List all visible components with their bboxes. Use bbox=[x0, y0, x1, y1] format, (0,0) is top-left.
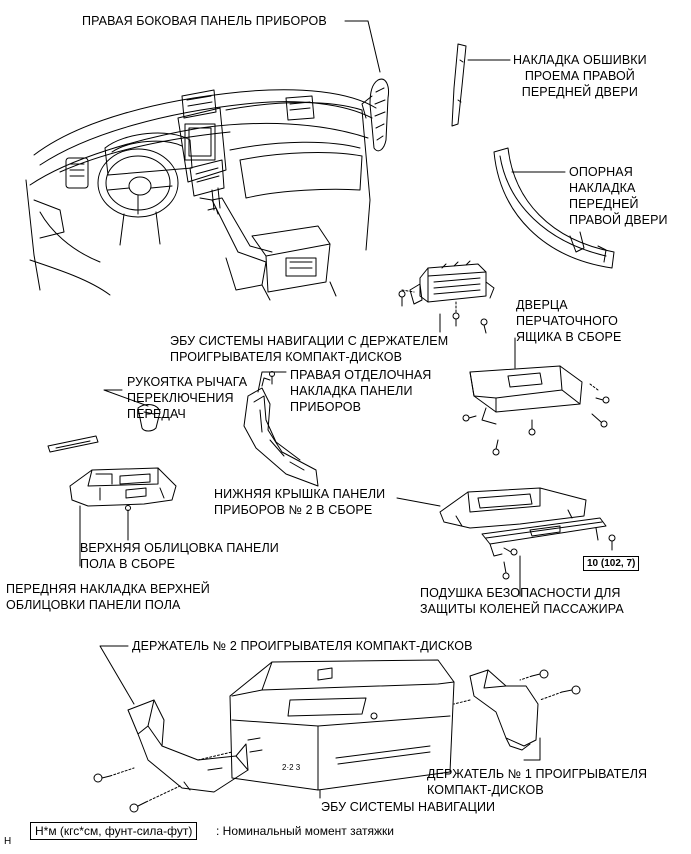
screw-icon bbox=[592, 414, 607, 427]
screw-icon bbox=[126, 506, 131, 519]
bolt-icon bbox=[130, 802, 146, 812]
label-glove-box-door: ДВЕРЦА ПЕРЧАТОЧНОГО ЯЩИКА В СБОРЕ bbox=[516, 298, 622, 344]
leader-cd-bracket-no1 bbox=[524, 738, 540, 760]
bolt-icon bbox=[532, 670, 548, 678]
label-door-scuff-plate: ОПОРНАЯ НАКЛАДКА ПЕРЕДНЕЙ ПРАВОЙ ДВЕРИ bbox=[569, 165, 668, 227]
label-nav-ecu: ЭБУ СИСТЕМЫ НАВИГАЦИИ bbox=[321, 800, 496, 814]
label-upper-console: ВЕРХНЯЯ ОБЛИЦОВКА ПАНЕЛИ ПОЛА В СБОРЕ bbox=[80, 541, 279, 571]
knee-airbag-part bbox=[482, 518, 615, 579]
screw-icon bbox=[270, 372, 275, 385]
upper-console-panel-part bbox=[70, 468, 176, 518]
label-cd-bracket-no1: ДЕРЖАТЕЛЬ № 1 ПРОИГРЫВАТЕЛЯ КОМПАКТ-ДИСК… bbox=[427, 767, 648, 797]
label-instrument-side-panel: ПРАВАЯ БОКОВАЯ ПАНЕЛЬ ПРИБОРОВ bbox=[82, 14, 327, 28]
leader-cd-bracket-no2 bbox=[100, 646, 134, 704]
leader-shift-knob bbox=[104, 390, 148, 406]
door-scuff-plate-part bbox=[494, 148, 614, 268]
label-lower-cover: НИЖНЯЯ КРЫШКА ПАНЕЛИ ПРИБОРОВ № 2 В СБОР… bbox=[214, 487, 386, 517]
legend-torque-unit: Н*м (кгс*см, фунт-сила-фут) bbox=[30, 822, 198, 840]
console-trim-strip-part bbox=[48, 436, 98, 452]
label-nav-ecu-with-bracket: ЭБУ СИСТЕМЫ НАВИГАЦИИ С ДЕРЖАТЕЛЕМ ПРОИГ… bbox=[170, 334, 449, 364]
label-finish-panel: ПРАВАЯ ОТДЕЛОЧНАЯ НАКЛАДКА ПАНЕЛИ ПРИБОР… bbox=[290, 368, 432, 414]
screw-icon bbox=[481, 319, 487, 333]
screw-icon bbox=[493, 440, 499, 455]
nav-ecu-part: 2·2 3 bbox=[230, 660, 454, 790]
legend-description: : Номинальный момент затяжки bbox=[216, 824, 394, 838]
screw-icon bbox=[609, 535, 615, 550]
leader-finish-panel bbox=[258, 372, 286, 392]
label-shift-knob: РУКОЯТКА РЫЧАГА ПЕРЕКЛЮЧЕНИЯ ПЕРЕДАЧ bbox=[127, 375, 248, 421]
car-interior-drawing bbox=[26, 90, 376, 300]
cd-bracket-no1-part bbox=[454, 670, 580, 750]
lower-cover-part bbox=[440, 488, 586, 528]
label-knee-airbag: ПОДУШКА БЕЗОПАСНОСТИ ДЛЯ ЗАЩИТЫ КОЛЕНЕЙ … bbox=[420, 586, 624, 616]
screw-icon bbox=[453, 313, 459, 326]
label-console-trim: ПЕРЕДНЯЯ НАКЛАДКА ВЕРХНЕЙ ОБЛИЦОВКИ ПАНЕ… bbox=[6, 582, 210, 612]
bolt-icon bbox=[94, 774, 110, 782]
screw-icon bbox=[596, 397, 609, 403]
label-cd-bracket-no2: ДЕРЖАТЕЛЬ № 2 ПРОИГРЫВАТЕЛЯ КОМПАКТ-ДИСК… bbox=[132, 639, 473, 653]
cd-bracket-no2-part bbox=[94, 700, 248, 812]
corner-mark: H bbox=[4, 836, 12, 847]
screw-icon bbox=[529, 420, 535, 435]
shift-knob-part bbox=[138, 405, 160, 431]
label-door-opening-trim: НАКЛАДКА ОБШИВКИ ПРОЕМА ПРАВОЙ ПЕРЕДНЕЙ … bbox=[513, 53, 647, 99]
glove-box-door-part bbox=[463, 366, 609, 455]
leader-lower-cover bbox=[397, 498, 440, 506]
door-opening-trim-part bbox=[452, 44, 466, 126]
screw-icon bbox=[503, 562, 509, 579]
screw-icon bbox=[504, 548, 517, 555]
bolt-icon bbox=[562, 686, 580, 694]
torque-spec-box: 10 (102, 7) bbox=[583, 556, 640, 571]
screw-icon bbox=[399, 291, 405, 306]
nav-ecu-assembly-part bbox=[399, 261, 494, 333]
leader-side-panel bbox=[345, 21, 380, 72]
svg-text:2·2 3: 2·2 3 bbox=[282, 763, 301, 772]
screw-icon bbox=[463, 415, 476, 421]
finish-panel-part bbox=[244, 372, 318, 487]
instrument-side-panel-part bbox=[362, 79, 389, 151]
